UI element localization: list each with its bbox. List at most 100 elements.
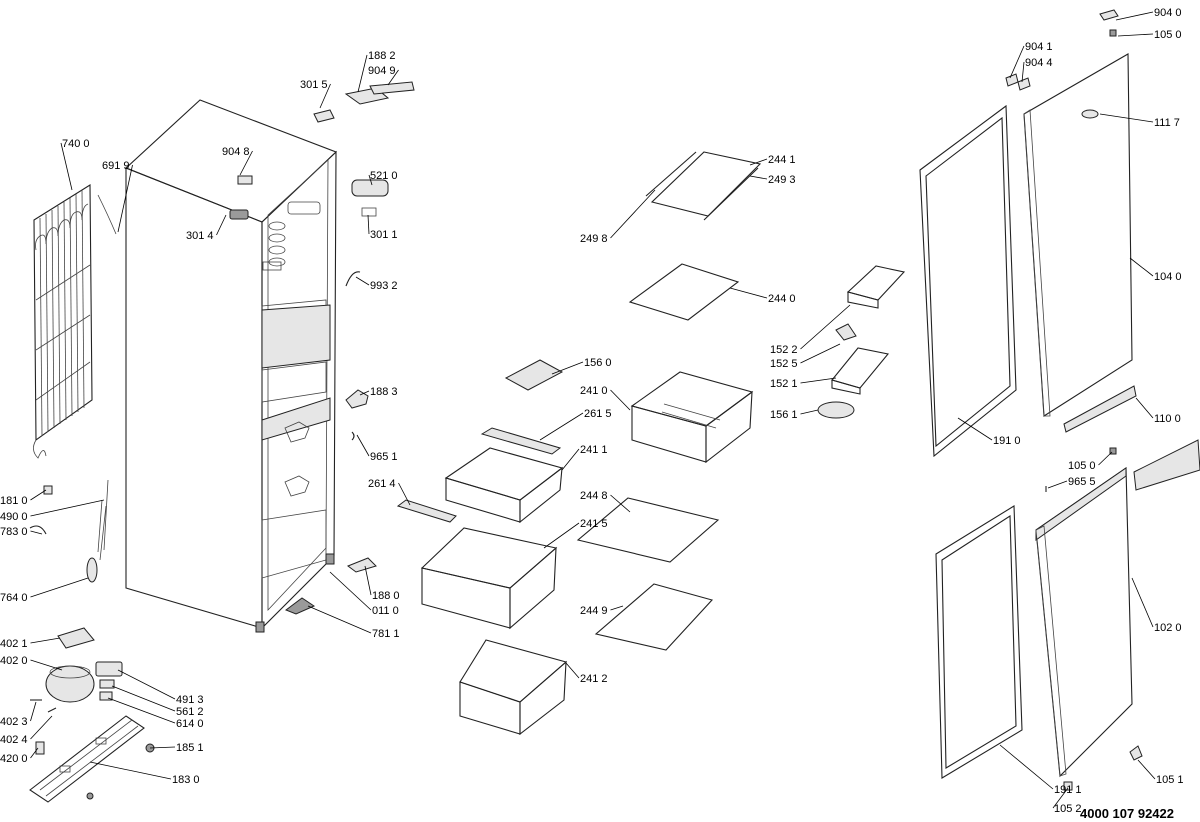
part-label-491_3: 491 3 (176, 694, 204, 706)
leader-line-156_0 (551, 361, 584, 375)
part-label-188_2: 188 2 (368, 50, 396, 62)
leader-line-904_0 (1115, 11, 1154, 21)
part-label-156_0: 156 0 (584, 357, 612, 369)
leader-line-244_8 (610, 494, 631, 513)
part-label-244_9: 244 9 (580, 605, 608, 617)
leader-line-402_1 (30, 637, 61, 644)
part-label-249_3: 249 3 (768, 174, 796, 186)
part-label-102_0: 102 0 (1154, 622, 1182, 634)
part-label-105_2: 105 2 (1054, 803, 1082, 815)
part-label-105_0a: 105 0 (1154, 29, 1182, 41)
part-label-181_0: 181 0 (0, 495, 28, 507)
part-label-420_0: 420 0 (0, 753, 28, 765)
upper-door-assembly (919, 9, 1200, 492)
leader-line-188_0 (364, 565, 372, 596)
part-label-241_2: 241 2 (580, 673, 608, 685)
leader-line-156_1 (800, 409, 819, 415)
part-label-244_0: 244 0 (768, 293, 796, 305)
lower-door-assembly (935, 466, 1143, 791)
part-label-261_5: 261 5 (584, 408, 612, 420)
leader-line-104_0 (1129, 257, 1154, 277)
leader-line-965_5 (1047, 480, 1068, 489)
leader-line-420_0 (30, 747, 39, 759)
part-label-614_0: 614 0 (176, 718, 204, 730)
leader-line-152_1 (800, 377, 837, 384)
small-cabinet-parts (313, 81, 415, 573)
part-label-105_0b: 105 0 (1068, 460, 1096, 472)
leader-line-249_3 (749, 175, 768, 180)
part-label-110_0: 110 0 (1154, 413, 1181, 425)
part-label-105_1: 105 1 (1156, 774, 1184, 786)
leader-line-111_7 (1099, 113, 1154, 123)
leader-line-402_4 (30, 715, 53, 740)
door-bins (817, 265, 906, 419)
leader-line-105_0b (1098, 451, 1113, 466)
leader-line-188_2 (357, 54, 368, 93)
leader-line-102_0 (1131, 577, 1154, 628)
part-label-521_0: 521 0 (370, 170, 398, 182)
leader-line-490_0 (30, 499, 105, 517)
part-label-781_1: 781 1 (372, 628, 400, 640)
part-label-152_5: 152 5 (770, 358, 798, 370)
part-label-740_0: 740 0 (62, 138, 90, 150)
leader-line-904_8 (239, 150, 253, 176)
part-label-152_1: 152 1 (770, 378, 798, 390)
leader-line-301_1 (367, 214, 370, 235)
leader-line-614_0 (107, 697, 176, 724)
part-label-241_1: 241 1 (580, 444, 608, 456)
part-label-783_0: 783 0 (0, 526, 28, 538)
leader-line-904_9 (387, 69, 399, 86)
part-label-904_4: 904 4 (1025, 57, 1053, 69)
part-label-191_1: 191 1 (1054, 784, 1082, 796)
part-label-993_2: 993 2 (370, 280, 398, 292)
leader-line-241_5 (543, 522, 580, 549)
leader-line-261_4 (398, 482, 411, 506)
leader-line-191_0 (957, 417, 993, 441)
part-label-904_9: 904 9 (368, 65, 396, 77)
leader-line-965_1 (356, 434, 370, 457)
part-label-301_5: 301 5 (300, 79, 328, 91)
leader-line-181_0 (30, 489, 47, 501)
leader-lines (30, 11, 1156, 809)
leader-line-402_3 (30, 701, 37, 722)
leader-line-491_3 (117, 669, 176, 700)
compressor-assembly (29, 479, 155, 803)
leader-line-241_1 (561, 448, 580, 471)
leader-line-781_1 (307, 605, 372, 634)
leader-line-764_0 (30, 577, 89, 598)
leader-line-011_0 (329, 571, 372, 611)
leader-line-691_9 (117, 164, 133, 233)
leader-line-301_5 (319, 83, 331, 109)
leader-line-105_2 (1052, 787, 1069, 809)
part-label-152_2: 152 2 (770, 344, 798, 356)
leader-line-105_0a (1117, 33, 1154, 37)
leader-line-783_0 (30, 530, 43, 535)
leader-line-188_3 (359, 390, 370, 396)
part-label-249_8: 249 8 (580, 233, 608, 245)
part-label-402_0: 402 0 (0, 655, 28, 667)
part-label-241_5: 241 5 (580, 518, 608, 530)
document-number: 4000 107 92422 (1080, 806, 1174, 821)
part-label-402_3: 402 3 (0, 716, 28, 728)
leader-line-904_1 (1009, 45, 1025, 79)
part-label-244_1: 244 1 (768, 154, 796, 166)
part-label-490_0: 490 0 (0, 511, 28, 523)
leader-line-249_8 (610, 189, 656, 239)
part-label-183_0: 183 0 (172, 774, 200, 786)
part-label-191_0: 191 0 (993, 435, 1021, 447)
leader-line-244_0 (729, 287, 768, 299)
leader-line-261_5 (539, 412, 584, 441)
shelves-and-drawers (396, 151, 762, 736)
part-label-965_1: 965 1 (370, 451, 398, 463)
part-label-301_4: 301 4 (186, 230, 214, 242)
part-label-402_1: 402 1 (0, 638, 28, 650)
leader-line-105_1 (1137, 759, 1156, 780)
leader-line-241_0 (610, 389, 631, 411)
part-label-764_0: 764 0 (0, 592, 28, 604)
leader-line-244_9 (610, 605, 624, 611)
leader-line-244_1 (749, 158, 768, 166)
leader-line-191_1 (999, 744, 1054, 790)
part-label-904_8: 904 8 (222, 146, 250, 158)
fridge-cabinet (124, 99, 338, 633)
